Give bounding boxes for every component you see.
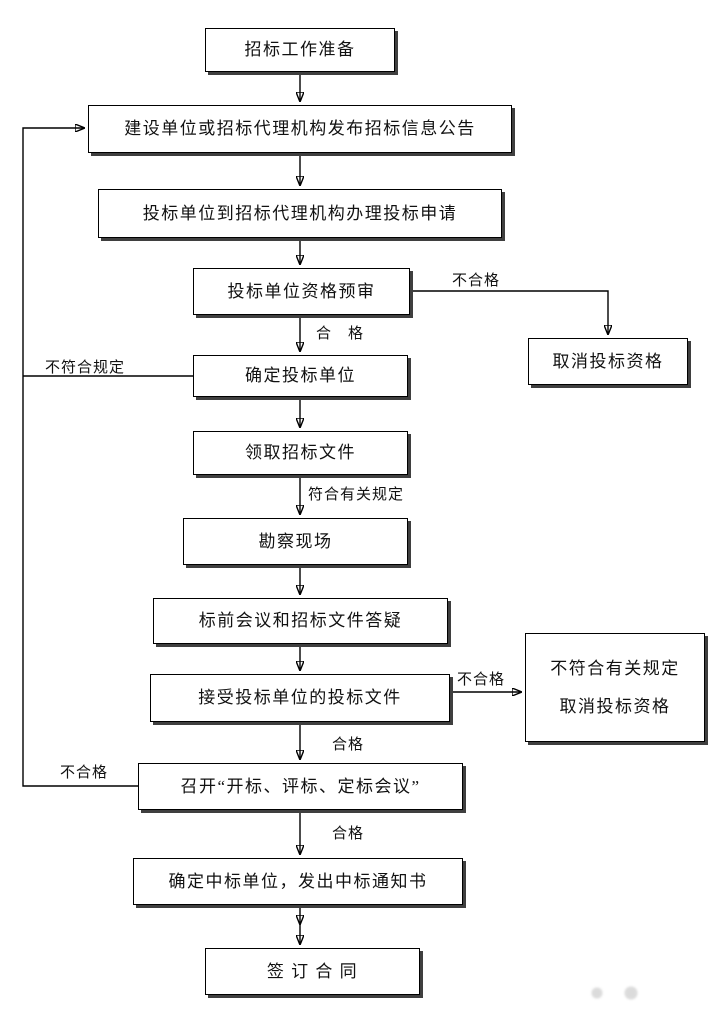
node-sign-contract: 签 订 合 同 [205,948,420,995]
node-cancel-qualification-2: 不符合有关规定 取消投标资格 [525,633,705,742]
edge-prequalify-cancel [410,290,608,334]
edge-label-receive-pass: 符合有关规定 [308,487,405,503]
node-cancel-qualification-1: 取消投标资格 [528,338,688,385]
edge-label-meeting-pass: 合格 [332,826,365,842]
node-site-survey: 勘察现场 [183,518,408,565]
node-determine-bidder: 确定投标单位 [193,355,408,397]
edge-label-prequalify-pass: 合 格 [316,326,365,342]
edge-label-determine-fail: 不符合规定 [45,360,126,376]
node-bid-preparation: 招标工作准备 [205,28,395,72]
node-receive-documents: 领取招标文件 [193,431,408,475]
edge-label-prequalify-fail: 不合格 [452,273,501,289]
edge-label-meeting-fail: 不合格 [60,765,109,781]
node-prebid-meeting: 标前会议和招标文件答疑 [153,598,448,644]
node-open-bid-meeting: 召开“开标、评标、定标会议” [138,763,463,810]
watermark [585,984,647,1002]
edge-feedback-loop [22,128,138,787]
node-cancel-qualification-2-line1: 不符合有关规定 [550,659,680,679]
edge-label-accept-fail: 不合格 [457,672,506,688]
node-cancel-qualification-2-line2: 取消投标资格 [559,696,671,716]
edge-label-accept-pass: 合格 [332,737,365,753]
node-bid-application: 投标单位到招标代理机构办理投标申请 [98,189,502,238]
node-publish-announcement: 建设单位或招标代理机构发布招标信息公告 [88,105,512,153]
node-accept-documents: 接受投标单位的投标文件 [150,674,450,722]
node-award-notice: 确定中标单位，发出中标通知书 [133,858,463,905]
node-prequalification: 投标单位资格预审 [193,268,410,315]
